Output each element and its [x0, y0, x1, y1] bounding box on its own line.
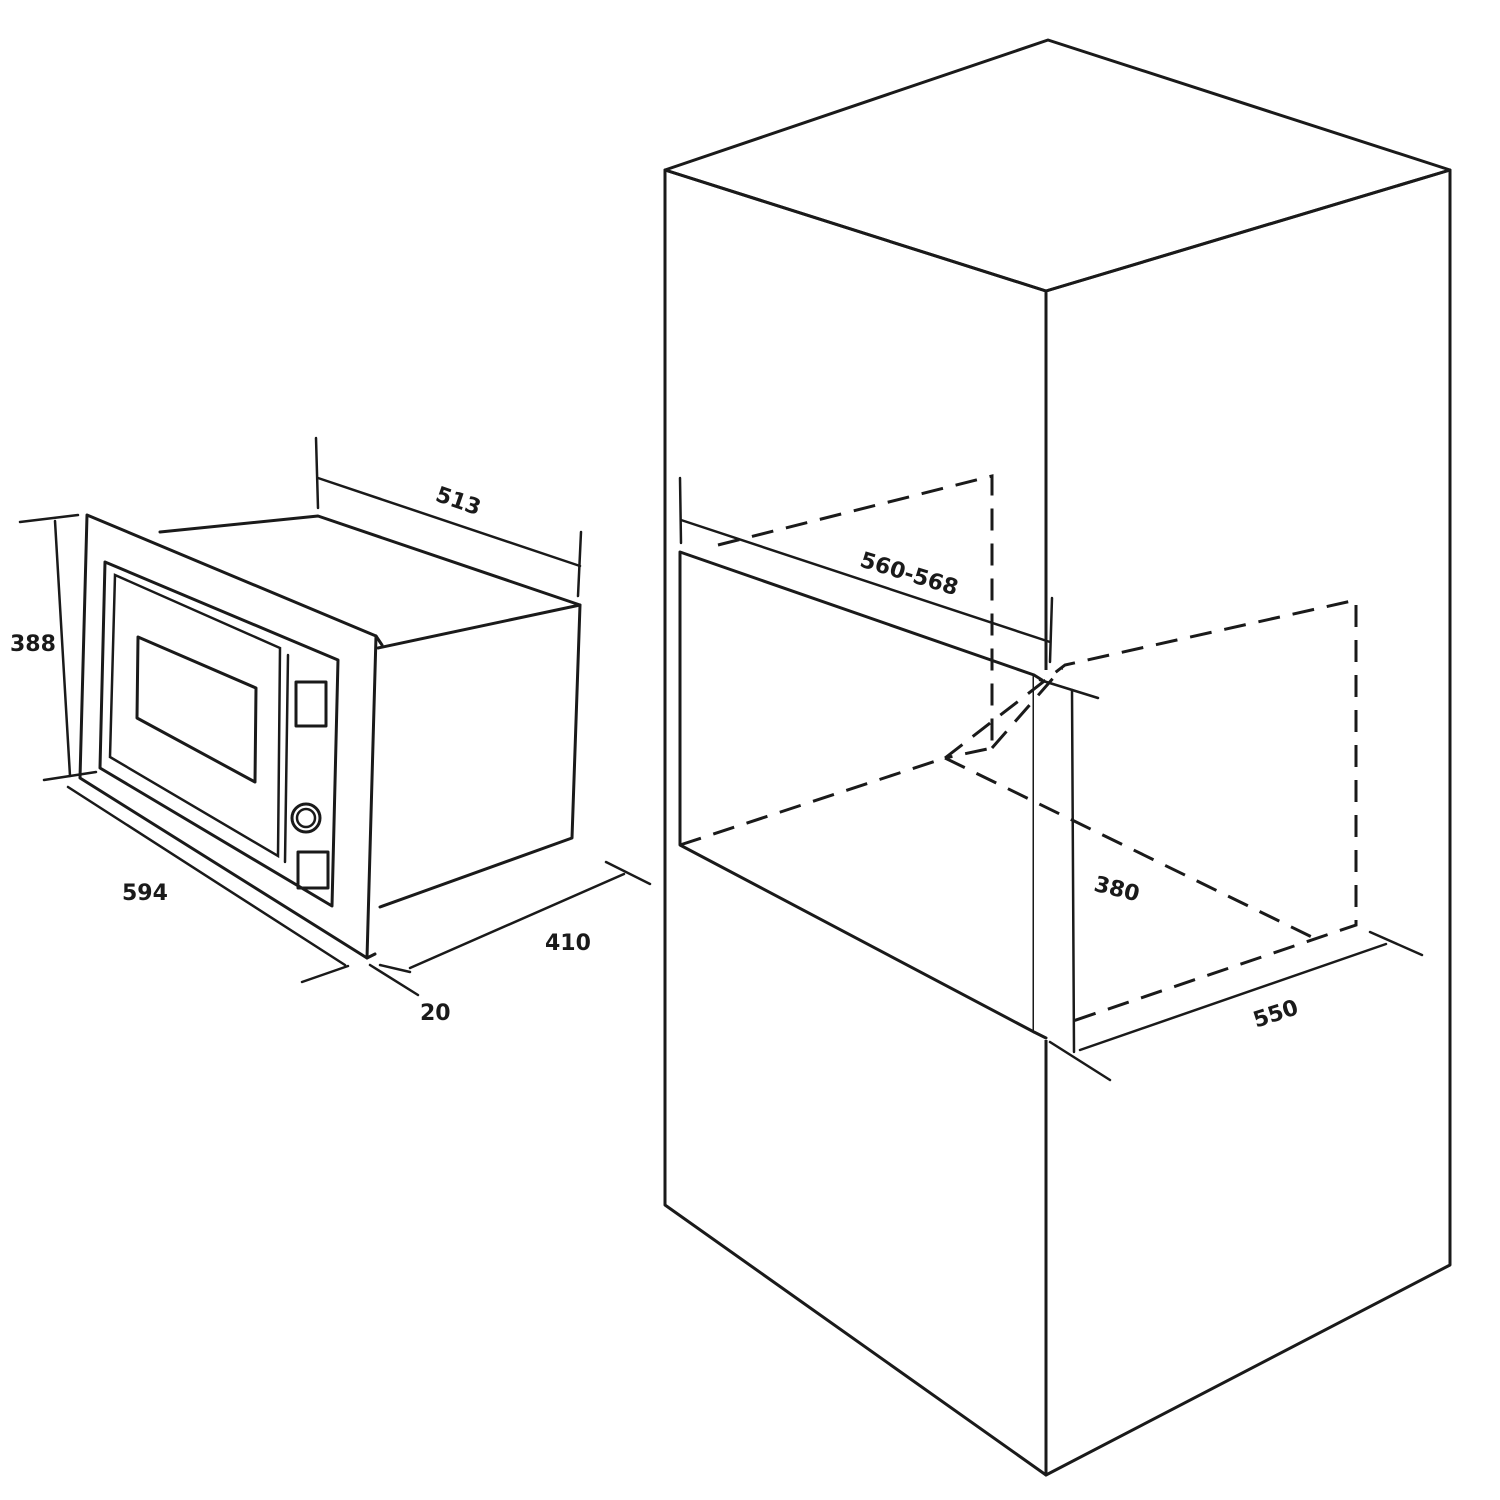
microwave-drawing: 513 388 594 410 20 [10, 436, 652, 1026]
dim-20: 20 [368, 963, 451, 1026]
dim-label-380: 380 [1091, 872, 1142, 907]
dim-594: 594 [66, 785, 350, 984]
microwave-body [158, 514, 582, 650]
microwave-knob [290, 802, 322, 834]
dim-label-410: 410 [545, 931, 591, 956]
dim-550: 550 [1078, 930, 1424, 1052]
microwave-button [296, 850, 330, 890]
microwave-display [294, 680, 328, 728]
dim-label-560-568: 560-568 [857, 548, 961, 601]
dim-label-388: 388 [10, 632, 56, 657]
dim-380: 380 [1038, 678, 1142, 1082]
microwave-inner-panel [98, 560, 340, 908]
cabinet-niche-hidden-edges [679, 474, 1358, 1024]
dim-label-20: 20 [420, 1001, 451, 1026]
cabinet-drawing: 560-568 380 550 [663, 38, 1452, 1477]
dim-410: 410 [408, 860, 652, 970]
cabinet-left-face [663, 168, 1048, 1477]
dim-label-594: 594 [122, 881, 168, 906]
microwave-window [135, 635, 258, 784]
dim-513: 513 [314, 436, 583, 598]
cabinet-top [663, 38, 1452, 293]
cabinet-right-face [1044, 168, 1452, 1477]
dim-388: 388 [10, 513, 98, 782]
dim-label-550: 550 [1250, 995, 1301, 1033]
cabinet-niche-opening [678, 550, 1036, 1034]
dim-label-513: 513 [432, 482, 484, 521]
